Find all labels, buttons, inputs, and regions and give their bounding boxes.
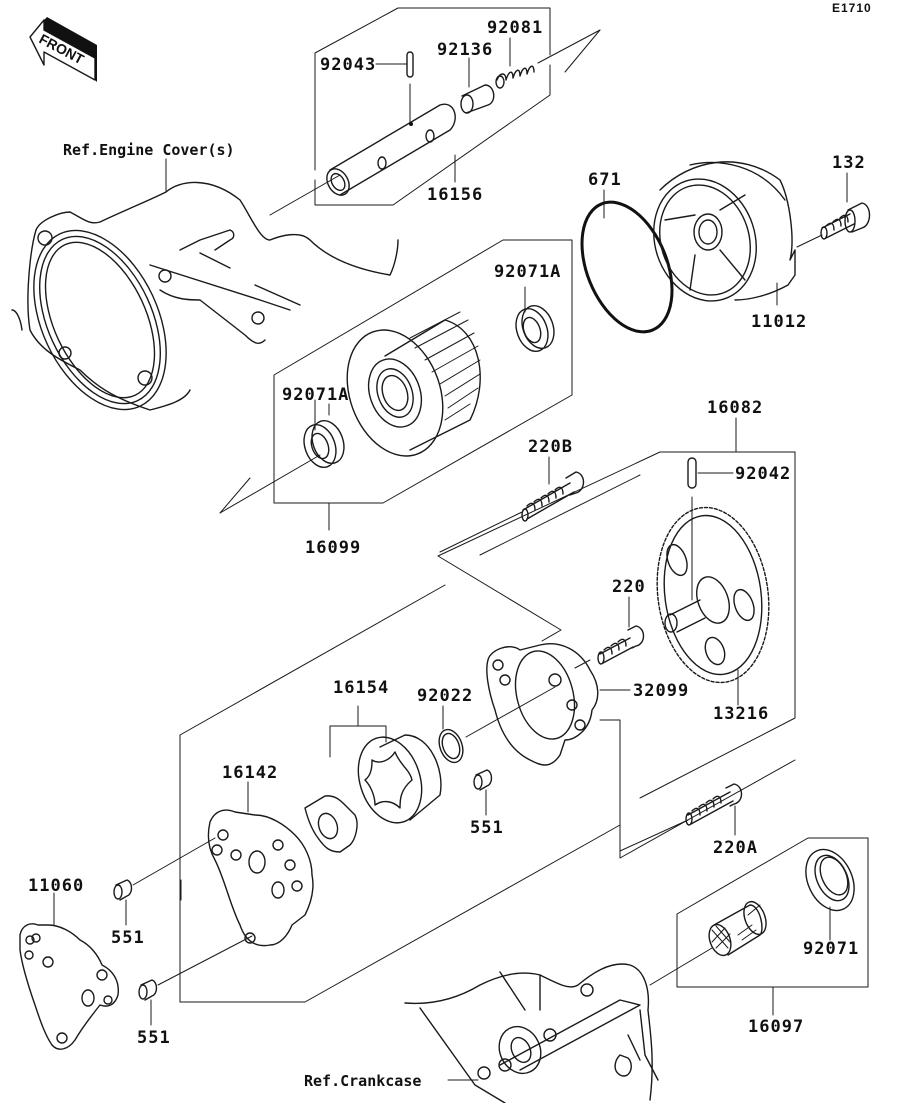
dowel-551-body-drawing: [473, 769, 493, 816]
crankcase-drawing: [404, 963, 659, 1103]
front-arrow-icon: FRONT: [29, 17, 97, 82]
diagram-code: E1710: [832, 1, 872, 15]
oil-filter-cover-drawing: [653, 161, 823, 306]
part-label-16142: 16142: [222, 763, 278, 783]
gear-13216-drawing: [656, 506, 770, 706]
oil-strainer-group: [649, 837, 869, 1016]
part-label-220b: 220B: [528, 437, 573, 457]
oil-pump-group: [179, 417, 796, 1003]
bolt-220-drawing: [574, 596, 645, 669]
part-label-92043: 92043: [320, 55, 376, 75]
gasket-11060-drawing: [19, 892, 119, 1050]
part-label-551-lower: 551: [137, 1028, 171, 1048]
bolt-220a-drawing: [619, 783, 743, 852]
part-label-92071: 92071: [803, 939, 859, 959]
ref-crankcase-label: Ref.Crankcase: [304, 1072, 421, 1090]
part-label-16099: 16099: [305, 538, 361, 558]
part-label-11012: 11012: [751, 312, 807, 332]
part-label-551-upper: 551: [111, 928, 145, 948]
part-label-11060: 11060: [28, 876, 84, 896]
o-ring-671-drawing: [580, 200, 674, 334]
pump-body-drawing: [465, 643, 631, 766]
part-label-92071a-upper: 92071A: [494, 262, 561, 282]
part-label-220a: 220A: [713, 838, 758, 858]
part-label-92042: 92042: [735, 464, 791, 484]
part-label-92071a-lower: 92071A: [282, 385, 349, 405]
part-label-16156: 16156: [427, 185, 483, 205]
part-label-551-body: 551: [470, 818, 504, 838]
dowel-551-lower-drawing: [138, 935, 253, 1026]
part-label-13216: 13216: [713, 704, 769, 724]
part-label-16154: 16154: [333, 678, 389, 698]
ref-engine-cover-label: Ref.Engine Cover(s): [63, 141, 235, 159]
part-label-16097: 16097: [748, 1017, 804, 1037]
rotor-set-drawing: [304, 705, 442, 853]
part-label-671: 671: [588, 170, 622, 190]
bolt-132-drawing: [820, 172, 871, 240]
part-label-16082: 16082: [707, 398, 763, 418]
washer-92022-drawing: [438, 728, 464, 764]
pump-cover-drawing: [207, 781, 314, 947]
part-label-220: 220: [612, 577, 646, 597]
engine-cover-drawing: [11, 181, 399, 411]
pin-92043-drawing: [406, 51, 414, 78]
part-label-92022: 92022: [417, 686, 473, 706]
dowel-551-upper-drawing: [113, 837, 216, 926]
bolt-220b-drawing: [439, 456, 585, 553]
part-label-132: 132: [832, 153, 866, 173]
part-label-92136: 92136: [437, 40, 493, 60]
part-label-32099: 32099: [633, 681, 689, 701]
relief-valve-group: [269, 7, 601, 216]
oil-filter-group: [219, 239, 573, 531]
part-label-92081: 92081: [487, 18, 543, 38]
pin-92042-drawing: [687, 457, 697, 489]
